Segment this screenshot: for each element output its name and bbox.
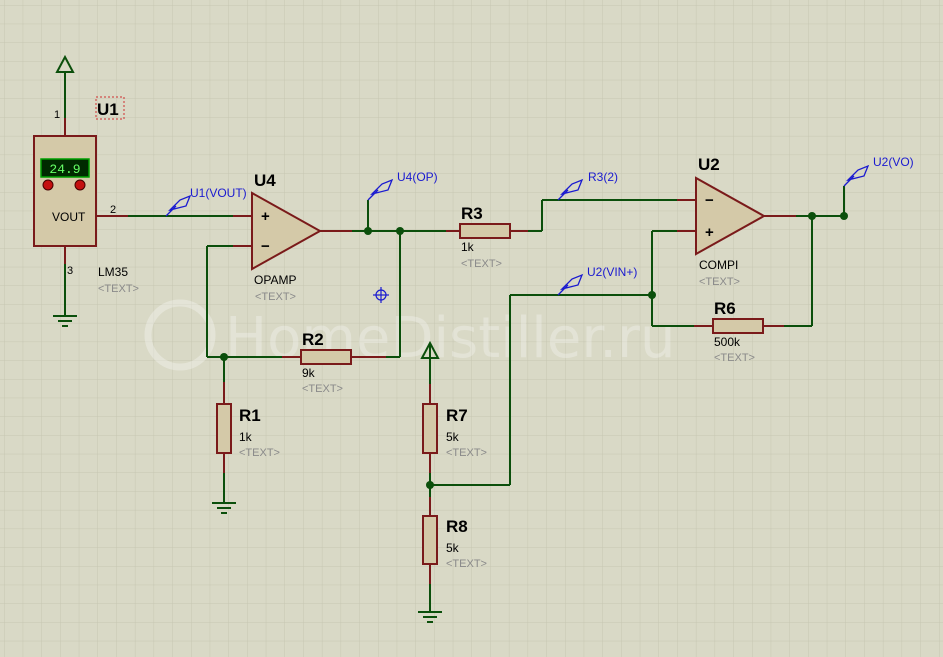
ground-u1[interactable] [53,315,77,327]
u1-ref-selection-box [95,96,125,120]
r8-ref: R8 [446,517,468,536]
r7-ref: R7 [446,406,468,425]
resistor-r2[interactable]: R2 9k <TEXT> [282,330,386,395]
u1-pin1-number: 1 [54,109,60,121]
u4-body [251,191,323,271]
u2-text-placeholder: <TEXT> [699,276,740,288]
watermark: HomeDistiller.ru [144,299,676,371]
junction-dot [840,212,848,220]
net-label-u1-vout: U1(VOUT) [190,186,247,200]
u4-part: OPAMP [254,273,296,287]
watermark-text: HomeDistiller.ru [225,306,676,371]
net-label-u2-vin: U2(VIN+) [587,265,637,279]
r6-value: 500k [714,335,741,349]
u4-text-placeholder: <TEXT> [255,291,296,303]
resistor-r3[interactable]: R3 1k <TEXT> [446,204,528,270]
resistor-r7[interactable]: R7 5k <TEXT> [422,384,487,473]
r1-text-placeholder: <TEXT> [239,447,280,459]
r7-text-placeholder: <TEXT> [446,447,487,459]
origin-crosshair-icon [373,287,389,303]
net-probe-u1-vout[interactable]: U1(VOUT) [165,186,247,217]
ground-r8[interactable] [418,611,442,623]
junction-dot [426,481,434,489]
u4-plus-label: + [261,208,270,225]
u1-display-value: 24.9 [49,162,80,177]
u1-button-up-icon[interactable] [74,179,86,191]
u4-minus-label: − [261,238,270,255]
ground-r1[interactable] [212,502,236,514]
resistor-r6[interactable]: R6 500k <TEXT> [694,299,784,364]
r2-ref: R2 [302,330,324,349]
r3-ref: R3 [461,204,483,223]
u1-part: LM35 [98,265,128,279]
u2-body [695,176,767,256]
u1-display [40,158,90,178]
net-probe-r3-2[interactable]: R3(2) [557,170,618,201]
power-terminal-r7[interactable] [420,340,440,359]
u4-opamp[interactable]: + − U4 OPAMP <TEXT> [233,171,352,303]
net-probe-u2-vo[interactable]: U2(VO) [843,155,914,187]
u4-ref: U4 [254,171,276,190]
junction-dot [396,227,404,235]
r8-value: 5k [446,541,460,555]
u1-body [33,135,97,247]
resistor-r8[interactable]: R8 5k <TEXT> [422,497,487,584]
r2-text-placeholder: <TEXT> [302,383,343,395]
net-label-r3-2: R3(2) [588,170,618,184]
u1-pin-label-vout: VOUT [52,210,86,224]
r7-value: 5k [446,430,460,444]
u1-button-down-icon[interactable] [42,179,54,191]
power-terminal-u1[interactable] [55,54,75,73]
u2-ref: U2 [698,155,720,174]
u2-plus-label: + [705,224,714,241]
u2-part: COMPI [699,258,738,272]
junction-dot [364,227,372,235]
u1-pin3-number: 3 [67,265,73,277]
r8-text-placeholder: <TEXT> [446,558,487,570]
u2-minus-label: − [705,192,714,209]
u2-comparator[interactable]: − + U2 COMPI <TEXT> [677,155,796,288]
u1-ref: U1 [97,100,119,119]
r2-value: 9k [302,366,316,380]
r1-value: 1k [239,430,253,444]
net-probe-u2-vin[interactable]: U2(VIN+) [557,265,637,296]
r3-text-placeholder: <TEXT> [461,258,502,270]
u1-text-placeholder: <TEXT> [98,283,139,295]
u1-lm35-sensor[interactable]: 24.9 VOUT 1 2 3 U1 LM35 <TEXT> [33,96,139,295]
net-label-u4-op: U4(OP) [397,170,438,184]
r6-ref: R6 [714,299,736,318]
net-label-u2-vo: U2(VO) [873,155,914,169]
wires [64,72,845,612]
junctions [220,212,848,489]
resistor-r1[interactable]: R1 1k <TEXT> [216,382,280,473]
r3-value: 1k [461,240,475,254]
junction-dot [220,353,228,361]
r1-ref: R1 [239,406,261,425]
u1-pin2-number: 2 [110,204,116,216]
junction-dot [808,212,816,220]
r6-text-placeholder: <TEXT> [714,352,755,364]
net-probe-u4-op[interactable]: U4(OP) [367,170,438,201]
junction-dot [648,291,656,299]
